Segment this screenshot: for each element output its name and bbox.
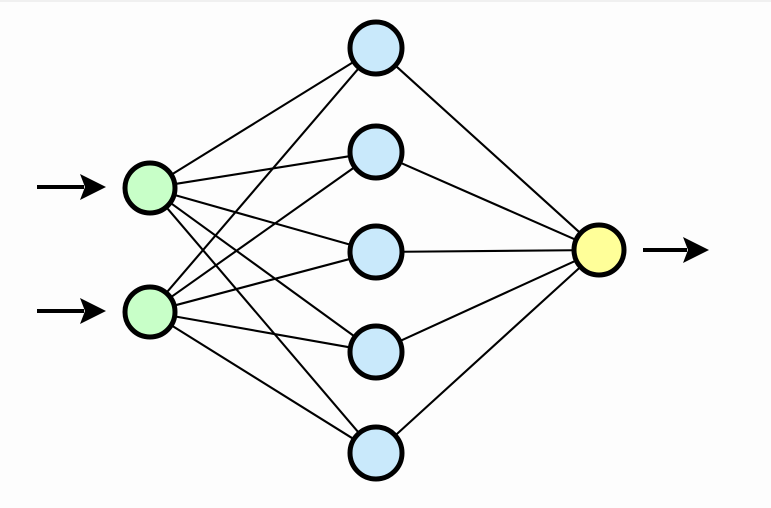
edge-i1-h5 bbox=[166, 207, 359, 433]
output-arrow bbox=[643, 237, 709, 263]
output-arrow-head bbox=[683, 237, 709, 263]
node-h3[interactable] bbox=[347, 223, 405, 281]
edge-i2-h1 bbox=[166, 68, 359, 293]
edge-i1-h2 bbox=[176, 155, 350, 185]
arrows-group bbox=[37, 174, 709, 324]
edges-group bbox=[166, 61, 581, 440]
input-arrow-bottom-head bbox=[80, 298, 106, 324]
edge-h3-o1 bbox=[403, 249, 573, 253]
node-h2[interactable] bbox=[347, 123, 405, 181]
edge-i1-h4 bbox=[170, 202, 355, 337]
edge-h4-o1 bbox=[400, 260, 576, 342]
node-o1[interactable] bbox=[571, 222, 627, 278]
node-h1[interactable] bbox=[347, 19, 405, 77]
node-i1[interactable] bbox=[122, 160, 178, 216]
edge-i2-h3 bbox=[175, 258, 350, 307]
node-h4[interactable] bbox=[347, 323, 405, 381]
top-divider bbox=[0, 0, 771, 2]
edge-i2-h2 bbox=[171, 167, 355, 298]
edge-h2-o1 bbox=[400, 162, 576, 241]
input-arrow-bottom bbox=[37, 298, 106, 324]
nodes-group bbox=[122, 19, 627, 482]
edge-i2-h4 bbox=[175, 315, 350, 349]
input-arrow-top-head bbox=[80, 174, 106, 200]
edge-i1-h3 bbox=[175, 194, 350, 246]
edge-i1-h1 bbox=[171, 61, 354, 175]
node-h5[interactable] bbox=[347, 424, 405, 482]
node-i2[interactable] bbox=[122, 284, 178, 340]
input-arrow-top bbox=[37, 174, 106, 200]
edge-h5-o1 bbox=[395, 267, 581, 436]
edge-h1-o1 bbox=[395, 65, 581, 233]
edge-i2-h5 bbox=[171, 325, 354, 440]
